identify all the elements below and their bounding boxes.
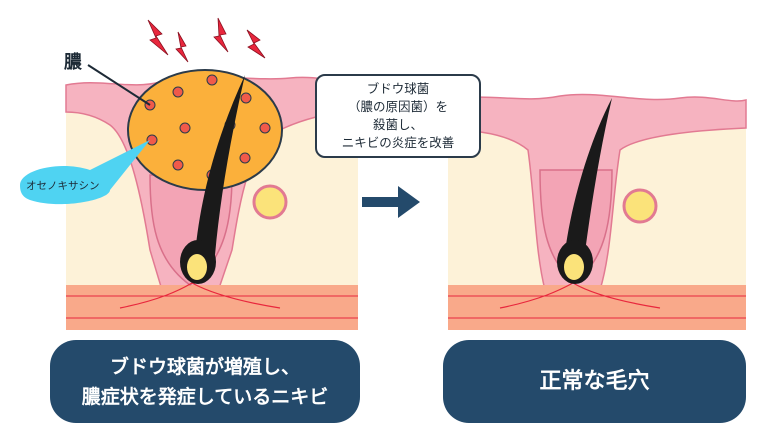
right-caption: 正常な毛穴 [443, 340, 746, 423]
left-hair [195, 75, 245, 255]
left-fat-layer [66, 285, 358, 330]
right-hair-papilla [564, 254, 584, 280]
right-hair [565, 98, 612, 252]
left-sebaceous-gland [252, 184, 288, 220]
lightning-icon [147, 17, 266, 63]
callout-line-1: ブドウ球菌 [366, 81, 430, 96]
right-skin-panel [447, 93, 747, 330]
right-sebaceous-gland [622, 188, 658, 224]
callout-line-3: 殺菌し、 [372, 117, 423, 132]
transition-arrow [362, 186, 420, 218]
left-hair-papilla [187, 254, 207, 280]
callout-line-2: （膿の原因菌）を [347, 99, 448, 114]
right-fat-layer [448, 285, 746, 330]
right-caption-text: 正常な毛穴 [539, 368, 650, 394]
left-caption-line-2: 膿症状を発症しているニキビ [81, 385, 329, 408]
oseno-bubble [20, 140, 150, 205]
left-caption-line-1: ブドウ球菌が増殖し、 [109, 355, 300, 378]
pus-mass [127, 69, 283, 191]
pus-pointer [87, 64, 151, 106]
pus-label: 膿 [64, 52, 82, 73]
left-skin-panel [20, 17, 359, 330]
callout-box: ブドウ球菌 （膿の原因菌）を 殺菌し、 ニキビの炎症を改善 [315, 74, 481, 158]
oseno-label: オセノキサシン [26, 180, 100, 192]
left-nerve [119, 282, 281, 309]
left-caption: ブドウ球菌が増殖し、 膿症状を発症しているニキビ [50, 340, 360, 423]
callout-line-4: ニキビの炎症を改善 [341, 135, 455, 150]
